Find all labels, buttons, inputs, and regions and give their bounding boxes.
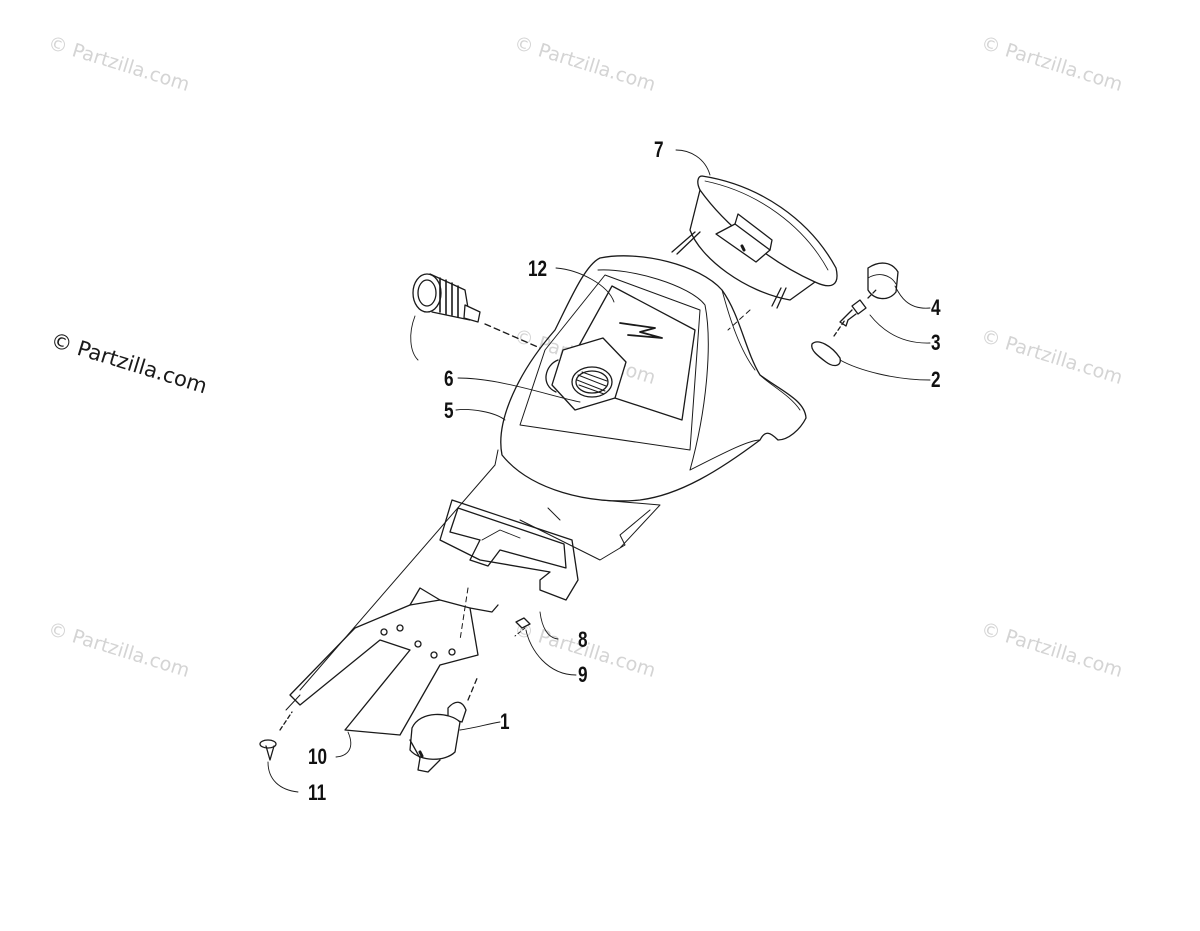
ignition-switch-part [409,675,479,773]
power-socket-part [412,273,541,349]
callout-2: 2 [931,367,941,392]
callout-10: 10 [308,744,328,769]
callout-12: 12 [528,256,548,281]
nut-part [515,617,531,629]
callout-9: 9 [578,662,588,687]
callout-7: 7 [654,137,664,162]
callout-11: 11 [308,780,327,805]
callout-3: 3 [931,330,941,355]
callout-1: 1 [500,709,510,734]
callout-4: 4 [931,295,941,320]
bottom-trim-part [439,499,579,601]
callout-8: 8 [578,627,588,652]
instrument-pod-part [500,255,807,502]
rivet-part [259,711,293,761]
nut-grommet-part [545,337,627,411]
callout-5: 5 [444,398,454,423]
gauge-part [671,175,838,309]
leader-lines [267,149,931,793]
key-part [839,289,877,327]
callout-6: 6 [444,366,454,391]
bezel-ring-part [811,319,846,367]
bracket-part [289,587,499,736]
reference-lines [285,309,751,711]
